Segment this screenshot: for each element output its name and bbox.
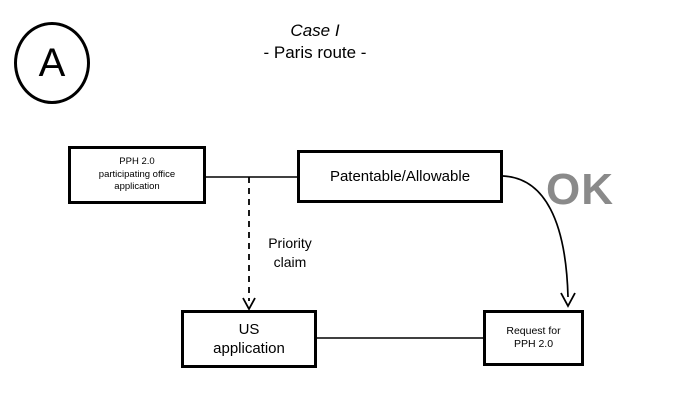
- case-title: Case I: [290, 21, 340, 40]
- node-us-application[interactable]: US application: [181, 310, 317, 368]
- node-request-for-pph[interactable]: Request for PPH 2.0: [483, 310, 584, 366]
- node-patentable-allowable[interactable]: Patentable/Allowable: [297, 150, 503, 203]
- arrowhead-priority-claim: [242, 297, 256, 311]
- node-label: PPH 2.0 participating office application: [98, 156, 176, 193]
- case-badge-circle: A: [14, 22, 90, 104]
- node-pph-participating-office-application[interactable]: PPH 2.0 participating office application: [68, 146, 206, 204]
- case-badge-letter: A: [38, 41, 66, 85]
- arrowhead-ok: [560, 292, 576, 308]
- title-block: Case I - Paris route -: [200, 20, 430, 64]
- node-label: US application: [213, 321, 285, 357]
- priority-claim-label: Priority claim: [268, 235, 312, 270]
- case-subtitle: - Paris route -: [263, 43, 367, 62]
- node-label: Patentable/Allowable: [329, 167, 471, 185]
- ok-status-label: OK: [546, 165, 614, 214]
- node-label: Request for PPH 2.0: [506, 325, 561, 350]
